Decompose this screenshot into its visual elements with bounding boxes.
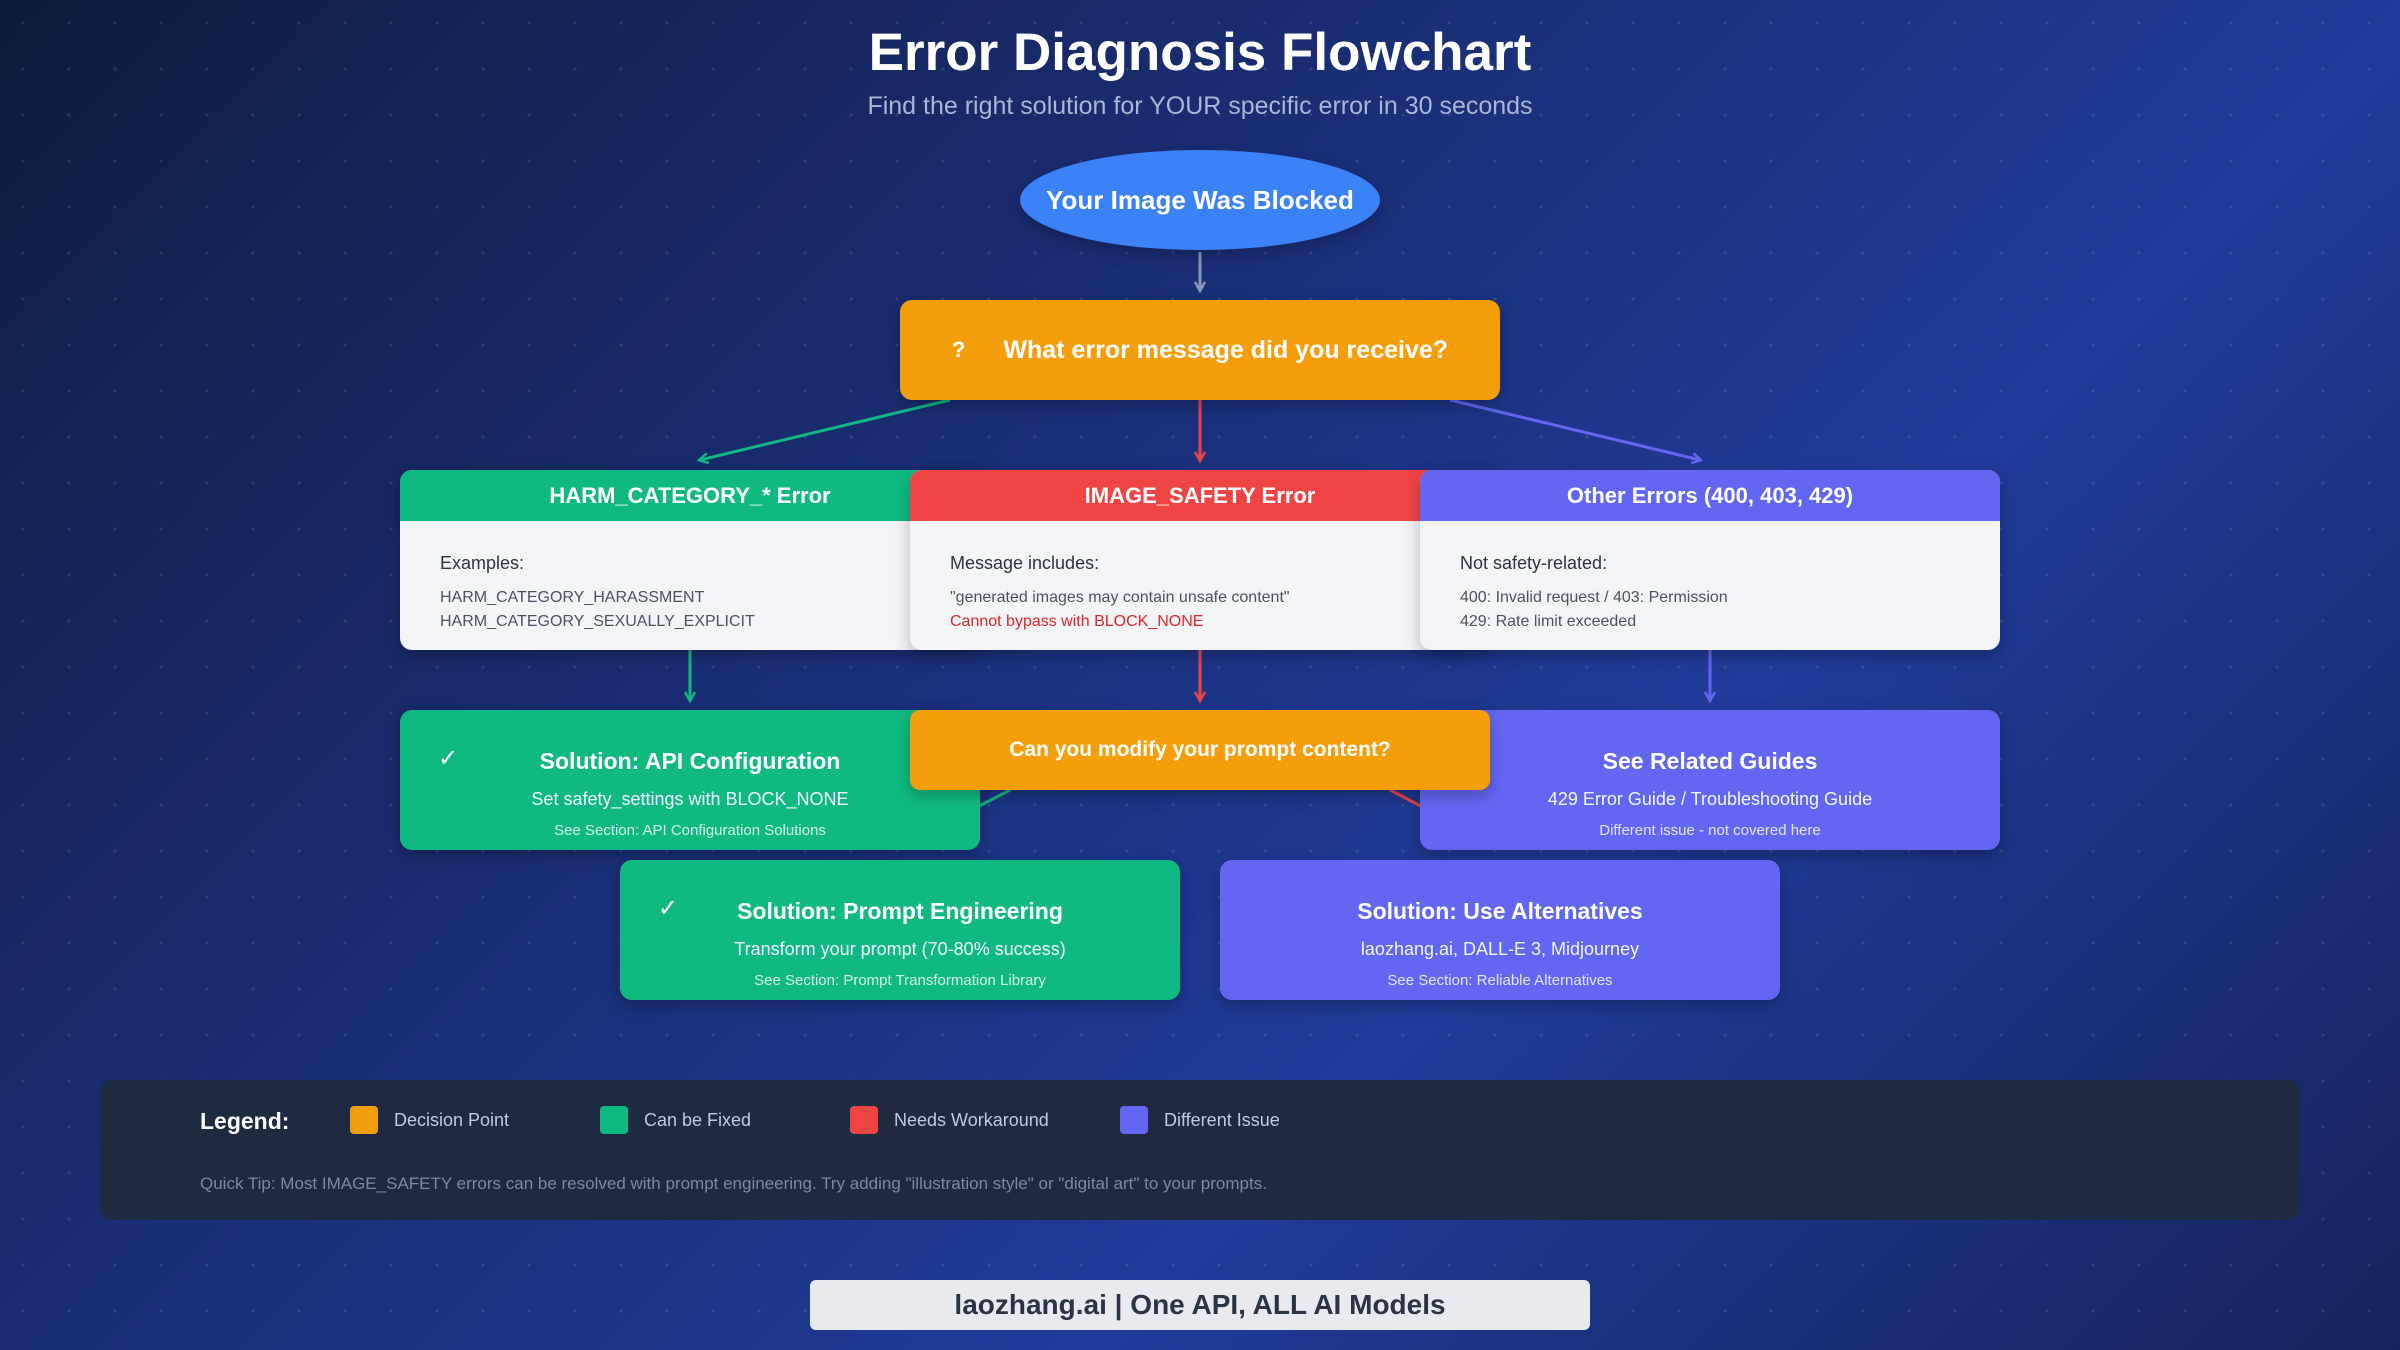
- branch-harm-category: HARM_CATEGORY_* Error Examples: HARM_CAT…: [400, 470, 980, 650]
- legend-swatch-fixable: [600, 1106, 628, 1134]
- start-node: Your Image Was Blocked: [1020, 150, 1380, 250]
- decision-modify-label: Can you modify your prompt content?: [1009, 738, 1391, 761]
- legend-swatch-workaround: [850, 1106, 878, 1134]
- branch-harm-line-2: HARM_CATEGORY_SEXUALLY_EXPLICIT: [440, 613, 755, 630]
- legend-panel: Legend: Decision Point Can be Fixed Need…: [100, 1080, 2300, 1220]
- footer-label: laozhang.ai | One API, ALL AI Models: [954, 1289, 1446, 1320]
- solution-prompt-engineering: ✓ Solution: Prompt Engineering Transform…: [620, 860, 1180, 1000]
- branch-other-line-2: 429: Rate limit exceeded: [1460, 613, 1637, 630]
- branch-other-lead: Not safety-related:: [1460, 553, 1608, 573]
- arrow-decision-to-harm: [700, 398, 951, 460]
- check-icon: ✓: [658, 895, 679, 922]
- legend-item-decision: Decision Point: [350, 1106, 509, 1134]
- solution-prompt-desc: Transform your prompt (70-80% success): [734, 939, 1066, 959]
- branch-safety-lead: Message includes:: [950, 553, 1100, 573]
- arrow-decision-to-other: [1449, 398, 1700, 460]
- legend-swatch-different: [1120, 1106, 1148, 1134]
- quick-tip: Quick Tip: Most IMAGE_SAFETY errors can …: [200, 1174, 1267, 1193]
- branch-safety-line-2: Cannot bypass with BLOCK_NONE: [950, 613, 1204, 630]
- solution-guides-desc: 429 Error Guide / Troubleshooting Guide: [1547, 789, 1873, 809]
- legend-swatch-decision: [350, 1106, 378, 1134]
- legend-label-different: Different Issue: [1164, 1109, 1280, 1130]
- solution-guides-title: See Related Guides: [1602, 748, 1818, 774]
- legend-label-decision: Decision Point: [394, 1109, 510, 1130]
- branch-safety-header: IMAGE_SAFETY Error: [910, 470, 1490, 521]
- check-icon: ✓: [438, 745, 459, 772]
- branch-harm-header: HARM_CATEGORY_* Error: [400, 470, 980, 521]
- legend-item-different: Different Issue: [1120, 1106, 1280, 1134]
- solution-prompt-see: See Section: Prompt Transformation Libra…: [754, 972, 1046, 989]
- solution-api-see: See Section: API Configuration Solutions: [554, 822, 826, 839]
- branch-other-errors: Other Errors (400, 403, 429) Not safety-…: [1420, 470, 2000, 650]
- branch-image-safety: IMAGE_SAFETY Error Message includes: "ge…: [910, 470, 1490, 650]
- decision-main-label: What error message did you receive?: [1003, 335, 1449, 364]
- branch-safety-line-1: "generated images may contain unsafe con…: [950, 589, 1290, 606]
- legend-item-workaround: Needs Workaround: [850, 1106, 1049, 1134]
- solution-api-configuration: ✓ Solution: API Configuration Set safety…: [400, 710, 980, 850]
- solution-alternatives-see: See Section: Reliable Alternatives: [1387, 972, 1613, 989]
- branch-harm-line-1: HARM_CATEGORY_HARASSMENT: [440, 589, 705, 606]
- solution-use-alternatives: Solution: Use Alternatives laozhang.ai, …: [1220, 860, 1780, 1000]
- page-title: Error Diagnosis Flowchart: [868, 23, 1532, 82]
- footer-banner: laozhang.ai | One API, ALL AI Models: [810, 1280, 1590, 1330]
- solution-prompt-title: Solution: Prompt Engineering: [737, 898, 1063, 924]
- solution-alternatives-title: Solution: Use Alternatives: [1357, 898, 1643, 924]
- question-icon: ?: [951, 337, 966, 362]
- solution-related-guides: See Related Guides 429 Error Guide / Tro…: [1420, 710, 2000, 850]
- legend-label-workaround: Needs Workaround: [894, 1109, 1049, 1130]
- start-node-label: Your Image Was Blocked: [1046, 184, 1354, 215]
- solution-guides-see: Different issue - not covered here: [1599, 822, 1821, 839]
- decision-modify-prompt: Can you modify your prompt content?: [910, 710, 1490, 790]
- branch-other-header: Other Errors (400, 403, 429): [1420, 470, 2000, 521]
- solution-api-desc: Set safety_settings with BLOCK_NONE: [531, 789, 849, 809]
- decision-main: ? What error message did you receive?: [900, 300, 1500, 400]
- solution-api-title: Solution: API Configuration: [539, 748, 841, 774]
- legend-label-fixable: Can be Fixed: [644, 1109, 752, 1130]
- solution-alternatives-desc: laozhang.ai, DALL-E 3, Midjourney: [1360, 939, 1640, 959]
- legend-title: Legend:: [200, 1108, 290, 1134]
- branch-harm-lead: Examples:: [440, 553, 525, 573]
- legend-item-fixable: Can be Fixed: [600, 1106, 751, 1134]
- page-subtitle: Find the right solution for YOUR specifi…: [867, 92, 1533, 120]
- branch-other-line-1: 400: Invalid request / 403: Permission: [1460, 589, 1728, 606]
